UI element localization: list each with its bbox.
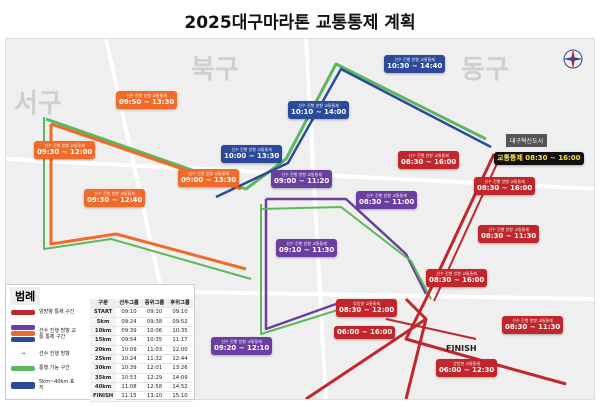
route-open	[45, 62, 487, 191]
legend-item: 통행 가능 구간	[11, 365, 70, 371]
table-cell: 10:39	[116, 363, 142, 374]
table-cell: 11:15	[116, 391, 142, 402]
hub-label: 대구혁신도시	[506, 134, 548, 147]
table-header: 구분	[90, 299, 117, 309]
table-cell: 40km	[90, 382, 117, 393]
table-cell: 10:35	[167, 326, 193, 337]
district-label: 서구	[14, 89, 62, 119]
arrow-icon: →	[20, 351, 26, 357]
table-cell: 5km	[90, 317, 117, 328]
table-cell: 11:32	[141, 354, 168, 365]
table-cell: 10:06	[141, 326, 168, 337]
table-cell: 12:29	[141, 373, 168, 384]
compass-icon	[563, 49, 583, 69]
table-cell: 09:52	[167, 317, 193, 328]
table-cell: 10:24	[116, 354, 142, 365]
table-cell: 10km	[90, 326, 117, 337]
table-cell: FINISH	[90, 391, 117, 402]
legend-panel: 범례 양방향 통제 구간 선수 진행 방향 교통 통제 구간 →선수 진행 방향…	[5, 284, 195, 402]
table-cell: 13:26	[167, 363, 193, 374]
table-cell: 35km	[90, 373, 117, 384]
table-cell: START	[90, 307, 117, 318]
callout: 06:00 ~ 16:00	[334, 326, 396, 340]
table-cell: 09:24	[116, 317, 142, 328]
legend-item: 5km~40km 표지	[11, 379, 79, 391]
table-cell: 10:35	[141, 335, 168, 346]
table-header: 선두그룹	[116, 299, 142, 309]
table-cell: 09:39	[116, 326, 142, 337]
table-cell: 13:10	[141, 391, 168, 402]
table-header: 중위그룹	[141, 299, 168, 309]
route-open	[260, 204, 432, 335]
table-cell: 14:09	[167, 373, 193, 384]
table-cell: 12:44	[167, 354, 193, 365]
callout: 교통통제 08:30 ~ 16:00	[494, 152, 584, 166]
route-two-way	[305, 153, 567, 399]
table-cell: 30km	[90, 363, 117, 374]
table-cell: 15:10	[167, 391, 193, 402]
table-cell: 25km	[90, 354, 117, 365]
route-purple	[264, 197, 428, 331]
legend-title: 범례	[10, 287, 41, 305]
route-open	[43, 117, 252, 280]
table-cell: 09:10	[116, 307, 142, 318]
table-cell: 10:53	[116, 373, 142, 384]
table-cell: 12:00	[167, 345, 193, 356]
table-cell: 10:09	[116, 345, 142, 356]
table-cell: 11:08	[116, 382, 142, 393]
table-cell: 09:54	[116, 335, 142, 346]
table-cell: 12:58	[141, 382, 168, 393]
table-cell: 09:10	[167, 307, 193, 318]
table-cell: 09:10	[141, 307, 168, 318]
finish-label: FINISH	[446, 344, 477, 353]
district-label: 동구	[461, 55, 509, 85]
table-cell: 15km	[90, 335, 117, 346]
table-cell: 14:52	[167, 382, 193, 393]
table-cell: 11:17	[167, 335, 193, 346]
table-header: 후위그룹	[167, 299, 193, 309]
district-label: 북구	[191, 55, 239, 85]
legend-item: 선수 진행 방향 교통 통제 구간	[11, 325, 79, 342]
table-cell: 20km	[90, 345, 117, 356]
table-cell: 09:38	[141, 317, 168, 328]
table-cell: 11:03	[141, 345, 168, 356]
legend-item: 양방향 통제 구간	[11, 309, 74, 315]
page-title: 2025대구마라톤 교통통제 계획	[184, 13, 416, 33]
table-cell: 12:01	[141, 363, 168, 374]
legend-item: →선수 진행 방향	[11, 351, 70, 357]
